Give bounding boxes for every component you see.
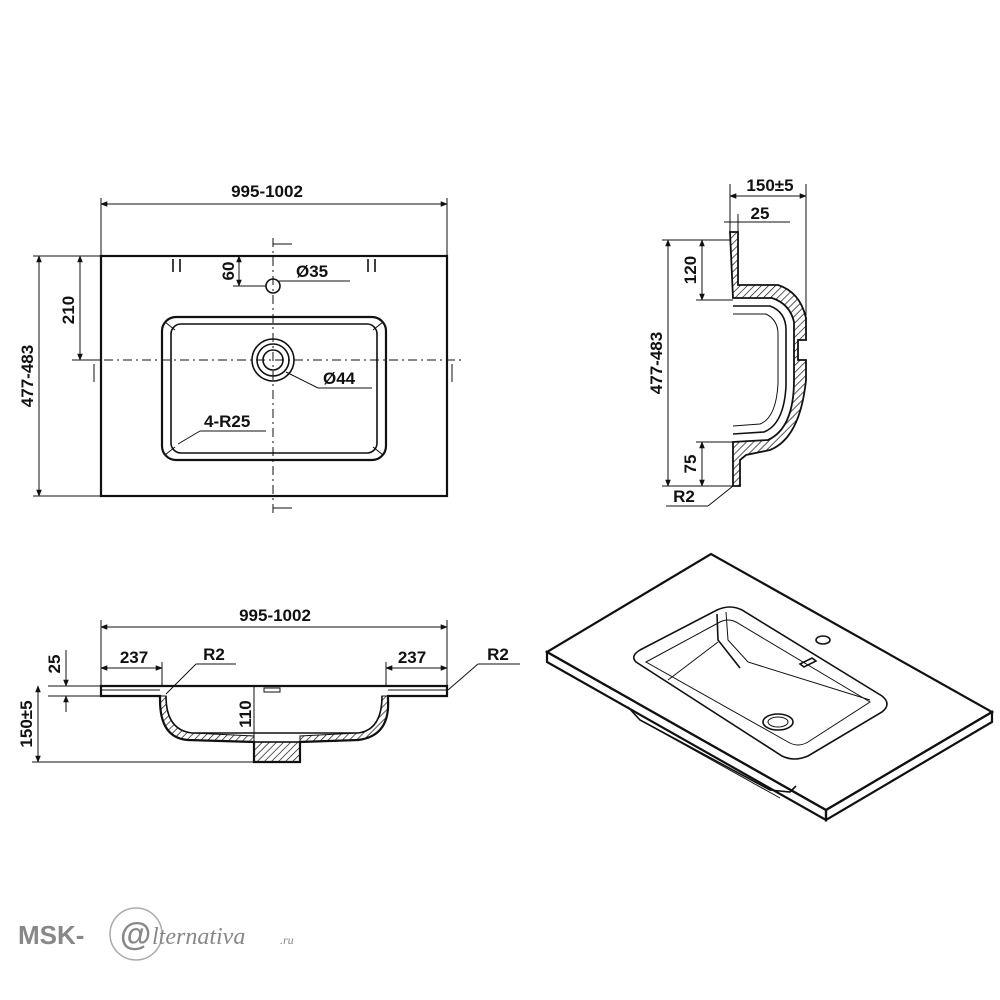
front-height-label: 150±5 [17, 700, 36, 747]
watermark: MSK- @ lternativa .ru [18, 907, 294, 961]
iso-slab-top [544, 552, 995, 812]
front-right-radius-label: R2 [487, 645, 509, 664]
side-view: 150±5 25 477-483 120 75 R2 [647, 176, 807, 507]
tap-offset-label: 60 [219, 262, 238, 281]
watermark-suffix: lternativa [152, 924, 245, 950]
side-thickness-label: 25 [751, 204, 770, 223]
front-bowl-depth-label: 110 [236, 700, 255, 727]
side-radius-label: R2 [673, 487, 695, 506]
iso-bowl-rim [632, 606, 888, 760]
top-offset-label: 210 [59, 296, 78, 324]
front-left-flange-label: 237 [120, 648, 148, 667]
iso-tap-hole [815, 635, 831, 645]
watermark-logo-circle [109, 907, 163, 961]
side-depth-label: 477-483 [647, 332, 666, 394]
top-bowl-inner [170, 323, 378, 454]
top-view: 995-1002 477-483 210 60 Ø35 [18, 182, 462, 516]
side-height-label: 150±5 [746, 176, 793, 195]
side-section-profile [729, 231, 807, 487]
drain-label: Ø44 [323, 369, 356, 388]
front-width-label: 995-1002 [239, 606, 311, 625]
iso-drain [762, 713, 794, 731]
front-thickness-label: 25 [45, 655, 64, 674]
top-depth-label: 477-483 [18, 345, 37, 407]
isometric-view [544, 552, 995, 822]
front-left-radius-label: R2 [203, 645, 225, 664]
drain-outer [251, 338, 295, 382]
top-width-label: 995-1002 [231, 182, 303, 201]
watermark-domain: .ru [280, 933, 294, 947]
bowl-radius-label: 4-R25 [204, 412, 250, 431]
front-view: 995-1002 237 237 R2 R2 25 150±5 110 [17, 606, 520, 764]
watermark-mark: @ [120, 916, 151, 952]
side-top-label: 120 [681, 256, 700, 284]
drain-inner [262, 349, 284, 371]
front-right-flange-label: 237 [398, 648, 426, 667]
side-bottom-label: 75 [681, 455, 700, 474]
top-bowl-outer [160, 315, 388, 462]
top-countertop-outline [99, 254, 449, 498]
watermark-prefix: MSK- [18, 920, 84, 950]
tap-hole-label: Ø35 [296, 262, 328, 281]
